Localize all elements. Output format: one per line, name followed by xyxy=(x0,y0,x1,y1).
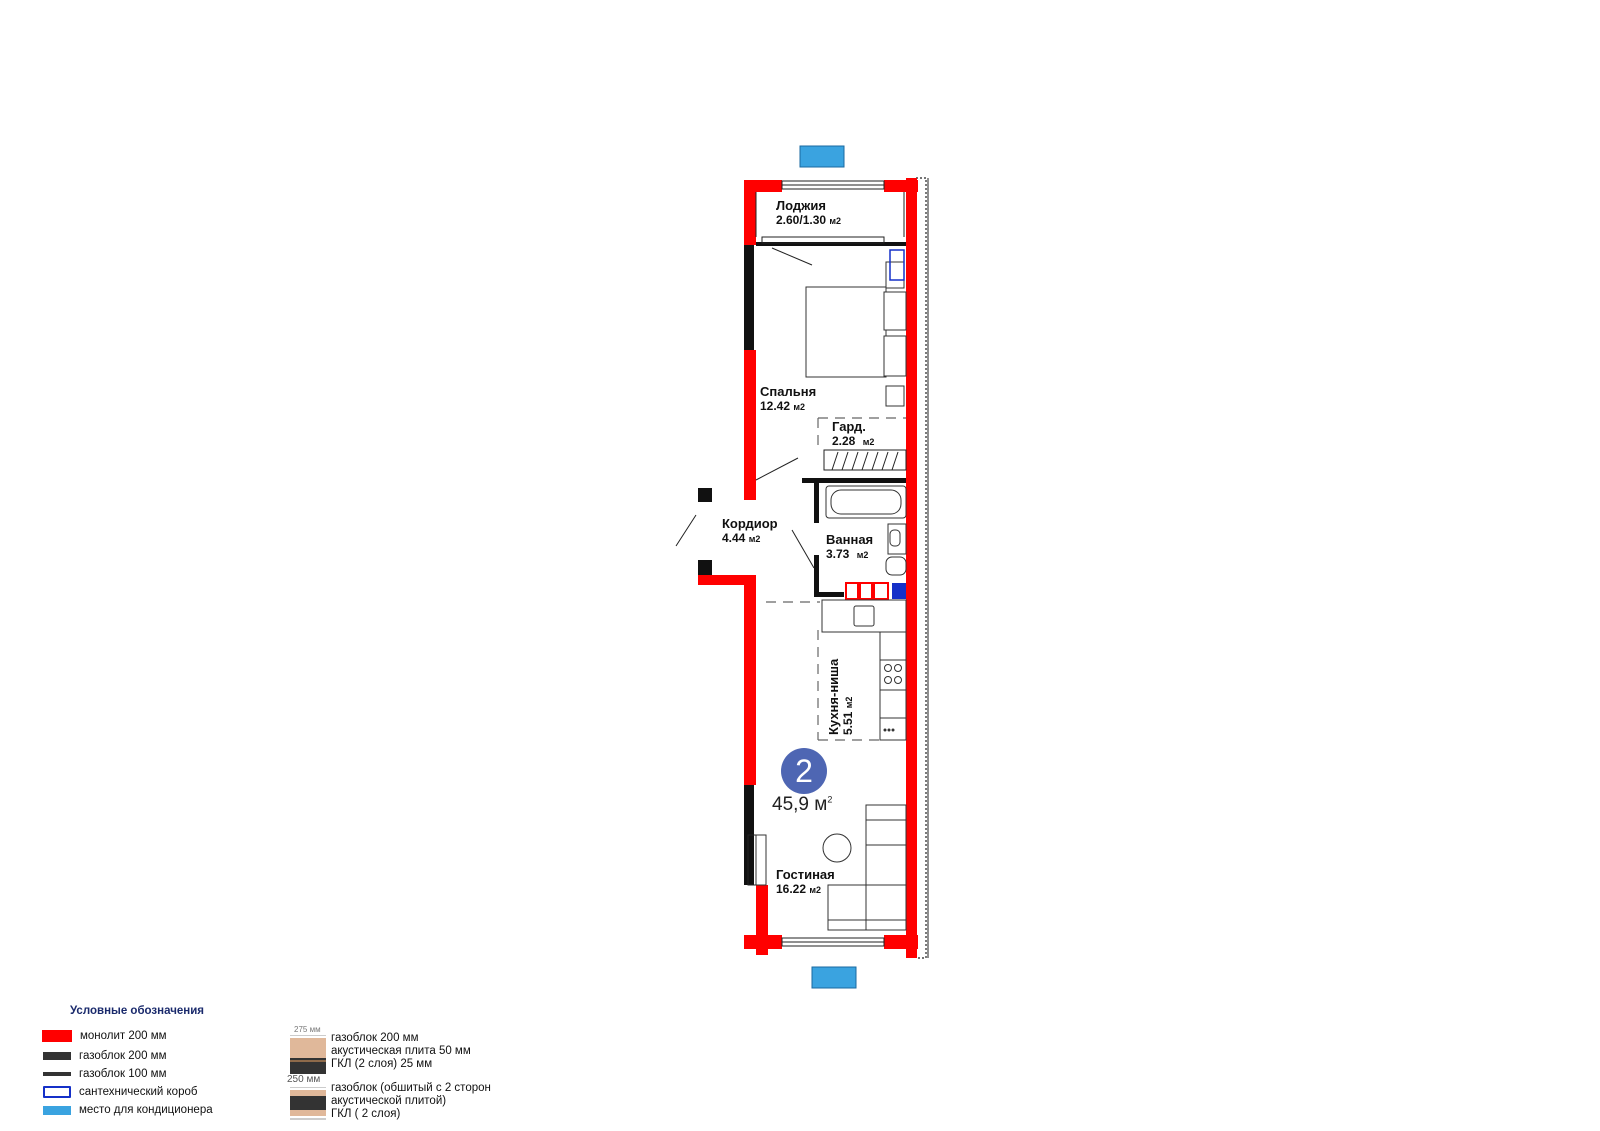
room-unit: м2 xyxy=(856,550,869,560)
legend-label: монолит 200 мм xyxy=(80,1030,167,1042)
room-area: 2.60/1.30 xyxy=(776,213,827,227)
legend-swatch xyxy=(43,1086,71,1098)
legend-item-gasblock-200: газоблок 200 мм xyxy=(43,1050,166,1062)
legend-label: газоблок 200 мм xyxy=(79,1050,167,1062)
wall-type-1-line: газоблок 200 мм xyxy=(331,1032,419,1044)
room-loggia-label: Лоджия 2.60/1.30 м2 xyxy=(776,198,841,229)
wall-type-1-description: газоблок 200 мм акустическая плита 50 мм… xyxy=(331,1032,471,1071)
plumbing-shaft xyxy=(892,583,906,599)
room-area: 3.73 xyxy=(826,547,850,561)
room-corridor-label: Кордиор 4.44 м2 xyxy=(722,516,778,547)
coffee-table xyxy=(822,833,852,863)
room-unit: м2 xyxy=(844,696,854,709)
tv-stand xyxy=(755,834,767,886)
total-area: 45,9 м2 xyxy=(772,794,832,816)
sofa xyxy=(827,804,907,931)
monolith-walls xyxy=(698,178,918,958)
bathroom-fixtures xyxy=(825,485,907,576)
zone-separators xyxy=(766,417,906,741)
total-area-unit-exp: 2 xyxy=(827,794,833,805)
room-unit: м2 xyxy=(809,885,822,895)
wardrobe-rail xyxy=(823,449,907,471)
room-name: Спальня xyxy=(760,384,817,399)
wall-type-1-line: акустическая плита 50 мм xyxy=(331,1045,471,1057)
room-area: 2.28 xyxy=(832,434,856,448)
ac-place-top xyxy=(799,145,845,168)
legend-item-gasblock-100: газоблок 100 мм xyxy=(43,1068,166,1080)
total-area-unit: м xyxy=(814,794,828,815)
room-name: Кордиор xyxy=(722,516,778,531)
facade-strip xyxy=(915,177,927,959)
room-bedroom-label: Спальня 12.42 м2 xyxy=(760,384,816,415)
wall-type-1-dimension: 275 мм xyxy=(294,1025,321,1034)
wall-type-2-line: ГКЛ ( 2 слоя) xyxy=(331,1108,401,1120)
room-kitchen-label: Кухня-ниша 5.51 м2 xyxy=(826,659,857,735)
kitchen-counter xyxy=(821,599,907,741)
room-name: Гостиная xyxy=(776,867,835,882)
legend-label: сантехнический короб xyxy=(79,1086,198,1098)
wall-type-2-line: газоблок (обшитый с 2 сторон xyxy=(331,1082,491,1094)
room-name: Лоджия xyxy=(776,198,826,213)
room-unit: м2 xyxy=(829,216,842,226)
apartment-number-badge: 2 xyxy=(781,748,827,794)
room-name: Гард. xyxy=(832,419,866,434)
wall-type-2-swatch xyxy=(290,1087,326,1120)
total-area-value: 45,9 xyxy=(772,794,809,815)
legend-swatch xyxy=(43,1072,71,1076)
legend-label: газоблок 100 мм xyxy=(79,1068,167,1080)
room-unit: м2 xyxy=(748,534,761,544)
room-bathroom-label: Ванная 3.73 м2 xyxy=(826,532,873,563)
windows xyxy=(747,180,905,947)
ac-place-bottom xyxy=(811,966,857,989)
room-wardrobe-label: Гард. 2.28 м2 xyxy=(832,419,874,450)
legend-swatch xyxy=(43,1052,71,1060)
room-name: Кухня-ниша xyxy=(826,658,841,735)
wall-type-2-description: газоблок (обшитый с 2 сторон акустическо… xyxy=(331,1082,491,1121)
wall-type-2-dimension: 250 мм xyxy=(287,1074,321,1085)
room-unit: м2 xyxy=(793,402,806,412)
bed xyxy=(805,261,907,407)
room-area: 4.44 xyxy=(722,531,746,545)
wall-type-1-line: ГКЛ (2 слоя) 25 мм xyxy=(331,1058,433,1070)
room-unit: м2 xyxy=(862,437,875,447)
room-living-label: Гостиная 16.22 м2 xyxy=(776,867,835,898)
doors xyxy=(675,247,815,569)
room-name: Ванная xyxy=(826,532,874,547)
room-area: 12.42 xyxy=(760,399,791,413)
wall-type-1-swatch xyxy=(290,1035,326,1074)
legend-swatch xyxy=(42,1030,72,1042)
ventilation-shafts xyxy=(845,582,889,600)
legend-title: Условные обозначения xyxy=(70,1005,205,1017)
legend-item-monolith: монолит 200 мм xyxy=(42,1030,167,1042)
wall-type-2-line: акустической плитой) xyxy=(331,1095,447,1107)
room-area: 16.22 xyxy=(776,882,807,896)
room-area: 5.51 xyxy=(841,711,855,735)
legend-swatch xyxy=(43,1105,71,1115)
legend-item-plumbing-box: сантехнический короб xyxy=(43,1086,197,1098)
legend-item-ac-place: место для кондиционера xyxy=(43,1104,213,1116)
legend-label: место для кондиционера xyxy=(79,1104,213,1116)
